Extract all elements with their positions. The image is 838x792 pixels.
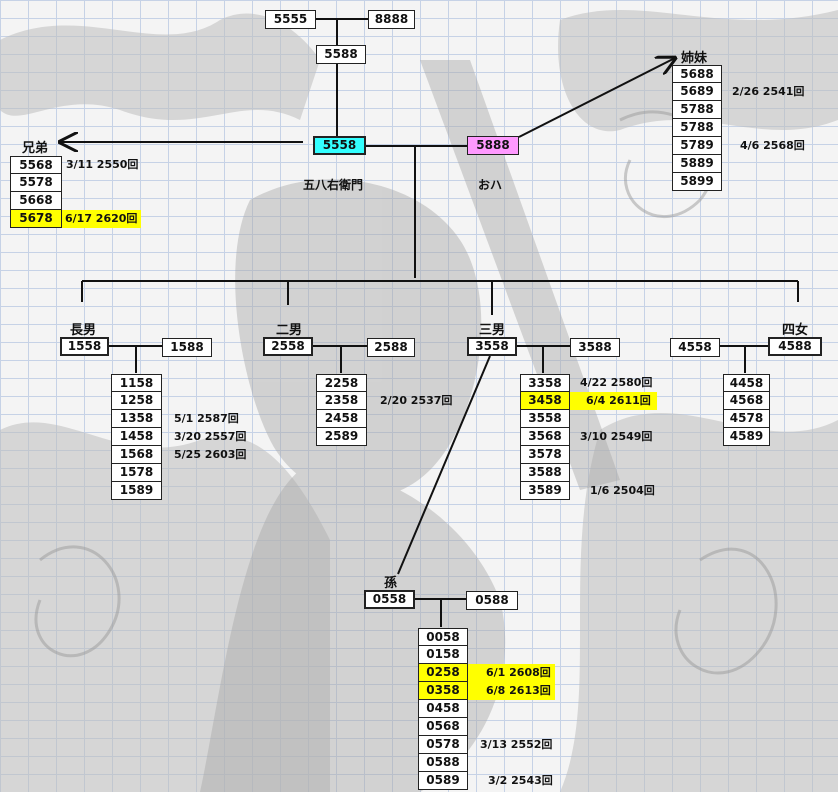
brother-code: 5568 [10,156,62,174]
wife-name: おハ [478,178,503,192]
son1-child-note: 5/25 2603回 [174,448,247,461]
son3-child-code: 3558 [520,410,570,428]
grandson-child-note: 6/1 2608回 [468,664,555,682]
grandson-child-code: 0578 [418,736,468,754]
sister-code: 5688 [672,65,722,83]
main-person-name: 五八右衛門 [303,178,364,192]
grandson-box: 0558 [364,590,415,609]
sister-note: 2/26 2541回 [732,85,805,98]
grandson-child-code: 0258 [418,664,468,682]
son3-child-note: 4/22 2580回 [580,376,653,389]
daughter-child-code: 4589 [723,428,770,446]
son2-spouse-box: 2588 [367,338,415,357]
line-arrow-sisters [518,58,675,138]
son1-label: 長男 [70,323,97,338]
son3-child-code: 3588 [520,464,570,482]
sister-code: 5889 [672,155,722,173]
son3-child-code: 3589 [520,482,570,500]
sister-code: 5689 [672,83,722,101]
daughter-child-code: 4458 [723,374,770,392]
son3-child-note: 3/10 2549回 [580,430,653,443]
son2-box: 2558 [263,337,313,356]
son1-child-note: 5/1 2587回 [174,412,239,425]
sister-note: 4/6 2568回 [740,139,805,152]
brother-code: 5578 [10,174,62,192]
main-person-box: 5558 [313,136,366,155]
grandson-label: 孫 [384,576,398,591]
sisters-label: 姉妹 [681,51,708,66]
brother-code: 5668 [10,192,62,210]
brother-note: 6/17 2620回 [62,210,142,228]
son1-child-note: 3/20 2557回 [174,430,247,443]
grandson-child-code: 0458 [418,700,468,718]
grandson-child-code: 0058 [418,628,468,646]
grandson-child-code: 0589 [418,772,468,790]
daughter-box: 4588 [768,337,822,356]
daughter-child-code: 4568 [723,392,770,410]
son1-child-code: 1578 [111,464,162,482]
son3-child-code: 3358 [520,374,570,392]
top-parent-a: 5555 [265,10,316,29]
sister-code: 5788 [672,101,722,119]
son1-child-code: 1158 [111,374,162,392]
daughter-label: 四女 [782,323,809,338]
brothers-label: 兄弟 [22,141,49,156]
son3-child-note: 6/4 2611回 [570,392,657,410]
son3-box: 3558 [467,337,517,356]
son3-child-code: 3568 [520,428,570,446]
son3-child-code: 3578 [520,446,570,464]
top-parent-b: 8888 [368,10,415,29]
brother-note: 3/11 2550回 [66,158,139,171]
son2-child-note: 2/20 2537回 [380,394,453,407]
grandson-child-code: 0568 [418,718,468,736]
grandson-child-note: 6/8 2613回 [468,682,555,700]
grandson-child-note: 3/13 2552回 [480,738,553,751]
son2-child-code: 2458 [316,410,367,428]
grandson-child-code: 0158 [418,646,468,664]
son2-child-code: 2258 [316,374,367,392]
son3-spouse-box: 3588 [570,338,620,357]
son2-child-code: 2589 [316,428,367,446]
grandson-child-note: 3/2 2543回 [488,774,553,787]
son3-child-code: 3458 [520,392,570,410]
son1-child-code: 1568 [111,446,162,464]
line-son3-to-grandson [397,355,491,575]
son1-box: 1558 [60,337,109,356]
grandson-spouse-box: 0588 [466,591,518,610]
son1-child-code: 1458 [111,428,162,446]
sister-code: 5789 [672,137,722,155]
son2-child-code: 2358 [316,392,367,410]
brother-code: 5678 [10,210,62,228]
son3-label: 三男 [479,323,506,338]
son2-label: 二男 [276,323,303,338]
daughter-child-code: 4578 [723,410,770,428]
grandson-child-code: 0588 [418,754,468,772]
wife-box: 5888 [467,136,519,155]
son1-child-code: 1589 [111,482,162,500]
son3-child-note: 1/6 2504回 [590,484,655,497]
top-child: 5588 [316,45,366,64]
son1-spouse-box: 1588 [162,338,212,357]
daughter-spouse-box: 4558 [670,338,720,357]
son1-child-code: 1258 [111,392,162,410]
grandson-child-code: 0358 [418,682,468,700]
son1-child-code: 1358 [111,410,162,428]
sister-code: 5899 [672,173,722,191]
sister-code: 5788 [672,119,722,137]
